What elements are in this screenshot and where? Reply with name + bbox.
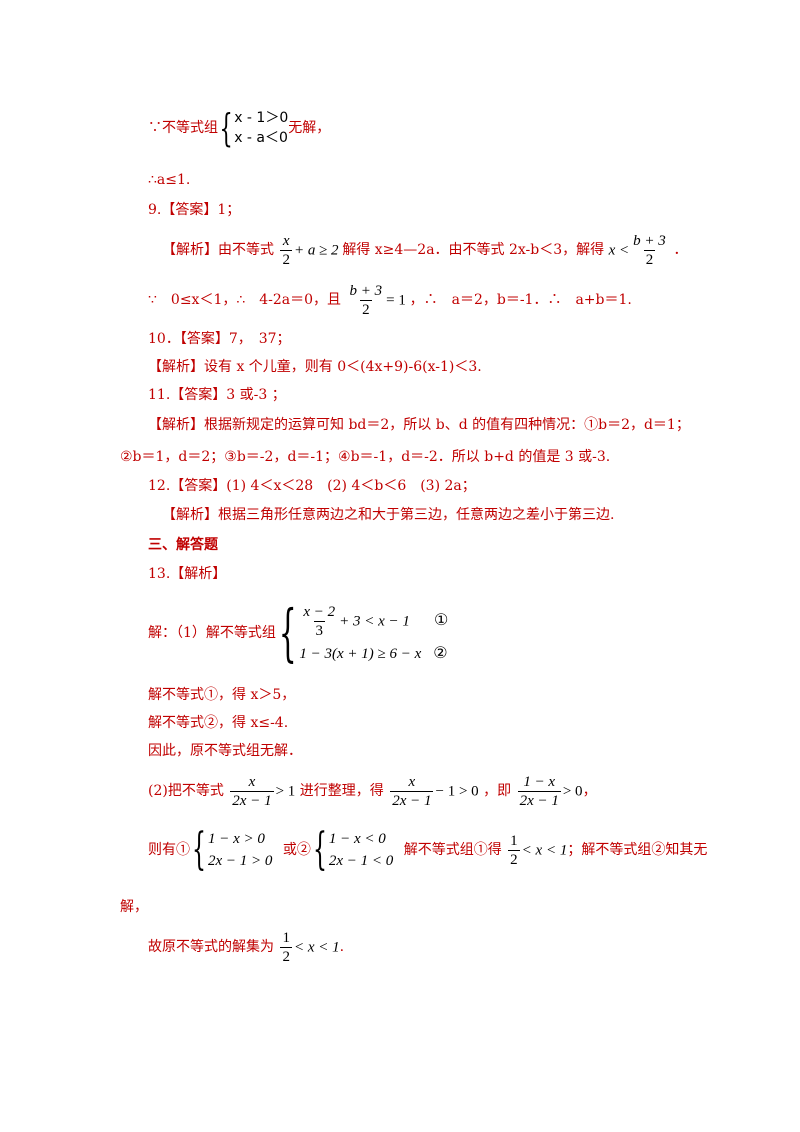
q10-answer: 10．【答案】7， 37； xyxy=(148,331,291,347)
q13-c1a: 1 − x > 0 xyxy=(208,831,265,847)
q13-s1-rest: + 3 < x − 1 xyxy=(339,613,410,630)
q13-case-1: 1 − x > 0 2x − 1 > 0 xyxy=(208,828,272,872)
q13-k-rest: < x < 1 xyxy=(293,939,340,956)
q9-p3a: ∵ 0≤x＜1，∴ 4-2a＝0，且 xyxy=(148,292,342,308)
q9-f1-num: x xyxy=(282,233,290,250)
q9-f3-rest: = 1 xyxy=(386,292,406,309)
left-brace: { xyxy=(219,106,233,150)
q13-h-rest: < x < 1 xyxy=(521,842,568,859)
line1-prefix: ∵不等式组 xyxy=(148,120,218,136)
q13-g1-den: 2x − 1 xyxy=(230,791,274,810)
q13-case-2: 1 − x < 0 2x − 1 < 0 xyxy=(329,828,393,872)
q13-head: 13.【解析】 xyxy=(148,566,227,582)
q10-analysis: 【解析】设有 x 个儿童，则有 0＜(4x+9)-6(x-1)＜3. xyxy=(148,359,482,375)
q13-s1-mark: ① xyxy=(433,612,449,630)
q11-analysis-1: 【解析】根据新规定的运算可知 bd＝2，所以 b、d 的值有四种情况：①b＝2，… xyxy=(148,417,690,433)
q9-f2-num: b + 3 xyxy=(633,233,666,250)
q13-p3b: 或② xyxy=(282,842,311,858)
q13-p3c: 解不等式组①得 xyxy=(403,842,502,858)
q12-answer: 12.【答案】(1) 4＜x＜28 (2) 4＜b＜6 (3) 2a； xyxy=(148,478,476,494)
q13-p2a: (2)把不等式 xyxy=(148,783,224,799)
line-system-no-solution: ∵不等式组{ x - 1＞0 x - a＜0 无解， xyxy=(148,106,330,150)
q13-g2-rest: − 1 > 0 xyxy=(435,783,479,800)
system-rows: x - 1＞0 x - a＜0 xyxy=(234,108,288,148)
q13-p3a: 则有① xyxy=(148,842,190,858)
q13-result-1: 解不等式①，得 x＞5， xyxy=(148,687,296,703)
system-row-2: x - a＜0 xyxy=(234,130,288,146)
q13-g1-num: x xyxy=(248,774,256,791)
q13-k-num: 1 xyxy=(282,930,290,947)
q13-k-den: 2 xyxy=(280,947,292,966)
q13-p4: 解， xyxy=(120,899,148,915)
system-row-1: x - 1＞0 xyxy=(234,110,289,126)
q13-g3-rest: > 0 xyxy=(562,783,583,800)
q9-p3b: ，∴ a＝2，b＝-1．∴ a+b＝1. xyxy=(409,292,632,308)
q9-f1-den: 2 xyxy=(280,250,292,269)
q13-p5a: 故原不等式的解集为 xyxy=(148,939,274,955)
q13-left-brace: { xyxy=(278,596,297,669)
q13-result-3: 因此，原不等式组无解． xyxy=(148,743,302,759)
line1-suffix: 无解， xyxy=(288,120,331,136)
q12-analysis: 【解析】根据三角形任意两边之和大于第三边，任意两边之差小于第三边. xyxy=(162,507,615,523)
q13-p1: 解：（1）解不等式组 xyxy=(148,625,276,641)
q9-f1-rest: + a ≥ 2 xyxy=(293,242,339,259)
q13-brace-2: { xyxy=(312,824,327,875)
line-conclusion-a: ∴a≤1. xyxy=(148,172,191,188)
q13-brace-1: { xyxy=(192,824,206,875)
q13-g3-den: 2x − 1 xyxy=(517,791,561,810)
q13-s2: 1 − 3(x + 1) ≥ 6 − x xyxy=(299,646,422,663)
q13-c2b: 2x − 1 < 0 xyxy=(328,853,394,869)
q13-h-den: 2 xyxy=(508,850,520,869)
q9-f2-end: ． xyxy=(673,242,688,258)
q13-cases-line: 则有①{ 1 − x > 0 2x − 1 > 0 或②{ 1 − x < 0 … xyxy=(148,826,707,874)
q13-s1-den: 3 xyxy=(313,620,326,639)
section-title: 三、解答题 xyxy=(148,537,218,553)
q13-s1-num: x − 2 xyxy=(303,603,336,620)
q13-g2-num: x xyxy=(408,774,416,791)
q13-g2-den: 2x − 1 xyxy=(390,791,434,810)
q13-c1b: 2x − 1 > 0 xyxy=(208,853,273,869)
q9-answer: 9.【答案】1； xyxy=(148,202,241,218)
q13-s2-mark: ② xyxy=(433,645,448,663)
q13-p5b: . xyxy=(339,939,345,955)
q13-p3d: ；解不等式组②知其无 xyxy=(567,842,708,858)
q9-f2-lhs: x < xyxy=(608,242,630,259)
q13-h-num: 1 xyxy=(510,833,518,850)
q9-f3-num: b + 3 xyxy=(349,283,383,300)
q13-p2d: ， xyxy=(582,783,597,799)
q13-c2a: 1 − x < 0 xyxy=(328,831,386,847)
q13-p2b: 进行整理，得 xyxy=(299,783,384,799)
q13-g1-rest: > 1 xyxy=(275,783,296,800)
q13-result-2: 解不等式②，得 x≤-4. xyxy=(148,715,289,731)
q13-g3-num: 1 − x xyxy=(523,774,556,791)
q9-f2-den: 2 xyxy=(643,250,656,269)
q13-row-2: 1 − 3(x + 1) ≥ 6 − x ② xyxy=(299,642,448,666)
q11-answer: 11.【答案】3 或-3 ； xyxy=(148,387,286,403)
q9-f3-den: 2 xyxy=(360,300,372,319)
q11-analysis-2: ②b＝1，d＝2；③b＝-2，d＝-1；④b＝-1，d＝-2．所以 b+d 的值… xyxy=(120,449,611,465)
q9-analysis-p1: 【解析】由不等式 xyxy=(162,242,274,258)
q9-analysis-p2: 解得 x≥4—2a．由不等式 2x-b＜3，解得 xyxy=(342,242,605,258)
q13-p2c: ，即 xyxy=(483,783,512,799)
